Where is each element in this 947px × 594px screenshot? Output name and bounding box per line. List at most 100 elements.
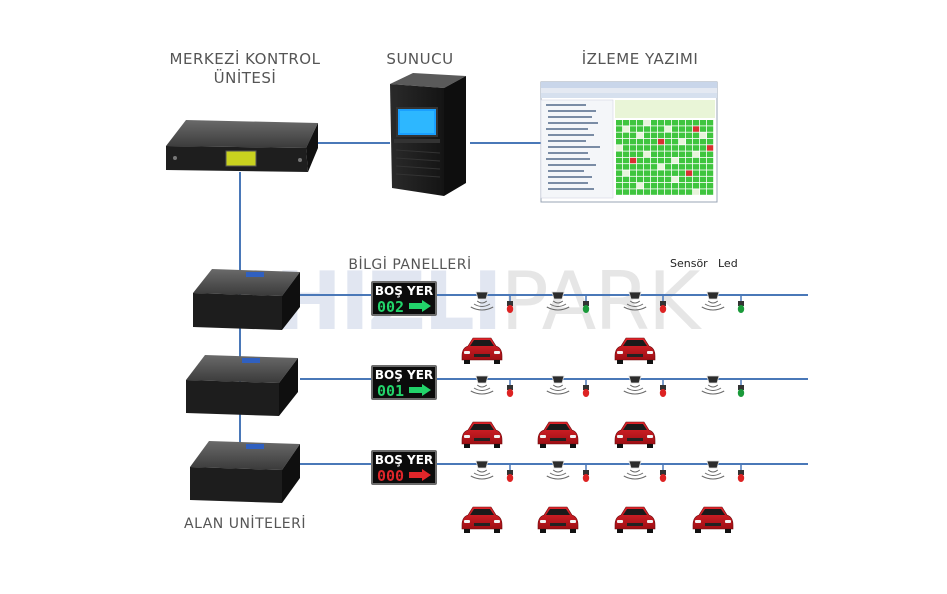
grid-cell [665, 126, 672, 132]
right-arrow-icon [409, 469, 431, 481]
sensor-icon [628, 460, 642, 469]
led-base [583, 385, 589, 390]
sensor-wave [546, 475, 570, 480]
sensor-wave [476, 469, 488, 473]
grid-cell [658, 138, 665, 145]
parking-row-3 [461, 460, 745, 533]
grid-cell [679, 189, 686, 195]
grid-cell [693, 120, 700, 126]
sensor-wave [629, 469, 641, 473]
grid-cell [644, 183, 651, 189]
area-unit-2 [186, 355, 298, 416]
sensor-icon [551, 375, 565, 384]
grid-cell [651, 183, 658, 189]
sensor-wave [473, 472, 491, 476]
central-unit-label-line2: ÜNİTESİ [213, 69, 277, 87]
grid-cell [693, 157, 700, 164]
grid-cell [658, 183, 665, 189]
grid-cell [623, 126, 630, 132]
sensor-icon [706, 460, 720, 469]
sensor-wave [552, 469, 564, 473]
grid-cell [679, 126, 686, 132]
grid-cell [686, 176, 693, 183]
car-icon [614, 421, 656, 448]
sensor-icon [475, 375, 489, 384]
grid-cell [686, 157, 693, 164]
grid-cell [630, 120, 637, 126]
parking-row-1 [461, 291, 745, 364]
central-control-unit [166, 120, 318, 172]
grid-cell [637, 170, 644, 176]
grid-cell [651, 151, 658, 157]
led-indicator [737, 305, 745, 313]
led-indicator [659, 474, 667, 482]
grid-cell [700, 145, 707, 151]
grid-cell [665, 183, 672, 189]
grid-cell [644, 170, 651, 176]
grid-cell [707, 176, 714, 183]
grid-cell [630, 164, 637, 170]
led-base [507, 385, 513, 390]
grid-cell [616, 120, 623, 126]
sensor-label: Sensör [670, 257, 708, 270]
grid-cell [700, 151, 707, 157]
grid-cell [672, 176, 679, 183]
grid-cell [686, 151, 693, 157]
grid-cell [686, 183, 693, 189]
sensor-wave [552, 384, 564, 388]
info-panel-1: BOŞ YER 002 [371, 281, 437, 316]
grid-cell [644, 138, 651, 145]
grid-cell [679, 138, 686, 145]
server-icon [390, 73, 466, 196]
sensor-wave [626, 303, 644, 307]
grid-cell [644, 132, 651, 139]
grid-cell [630, 170, 637, 176]
grid-cell [686, 189, 693, 195]
monitoring-status-grid [616, 120, 714, 195]
info-panel-2-count: 001 [377, 382, 405, 400]
grid-cell [616, 132, 623, 139]
sensor-wave [701, 475, 725, 480]
sensor-wave [707, 300, 719, 304]
grid-cell [679, 164, 686, 170]
sensor-wave [473, 303, 491, 307]
grid-cell [707, 138, 714, 145]
grid-cell [623, 132, 630, 139]
grid-cell [630, 132, 637, 139]
area-unit-3 [190, 441, 300, 503]
grid-cell [679, 183, 686, 189]
grid-cell [700, 138, 707, 145]
grid-cell [693, 145, 700, 151]
led-base [507, 470, 513, 475]
grid-cell [672, 120, 679, 126]
car-icon [537, 506, 579, 533]
sensor-wave [552, 300, 564, 304]
grid-cell [707, 151, 714, 157]
grid-cell [693, 189, 700, 195]
central-unit-label-line1: MERKEZİ KONTROL [169, 50, 321, 68]
sensor-wave [626, 387, 644, 391]
grid-cell [658, 145, 665, 151]
grid-cell [630, 126, 637, 132]
info-panels-label: BİLGİ PANELLERİ [348, 257, 472, 273]
sensor-wave [476, 384, 488, 388]
grid-cell [616, 183, 623, 189]
grid-cell [700, 157, 707, 164]
grid-cell [623, 183, 630, 189]
grid-cell [637, 157, 644, 164]
right-arrow-icon [409, 300, 431, 312]
grid-cell [637, 183, 644, 189]
grid-cell [651, 164, 658, 170]
grid-cell [693, 151, 700, 157]
led-label: Led [718, 257, 738, 270]
grid-cell [616, 157, 623, 164]
led-indicator [737, 474, 745, 482]
parking-rows [461, 291, 745, 533]
sensor-wave [701, 306, 725, 311]
grid-cell [616, 164, 623, 170]
grid-cell [658, 176, 665, 183]
info-panel-2-title: BOŞ YER [374, 368, 434, 382]
grid-cell [644, 145, 651, 151]
car-icon [461, 337, 503, 364]
sensor-icon [475, 460, 489, 469]
